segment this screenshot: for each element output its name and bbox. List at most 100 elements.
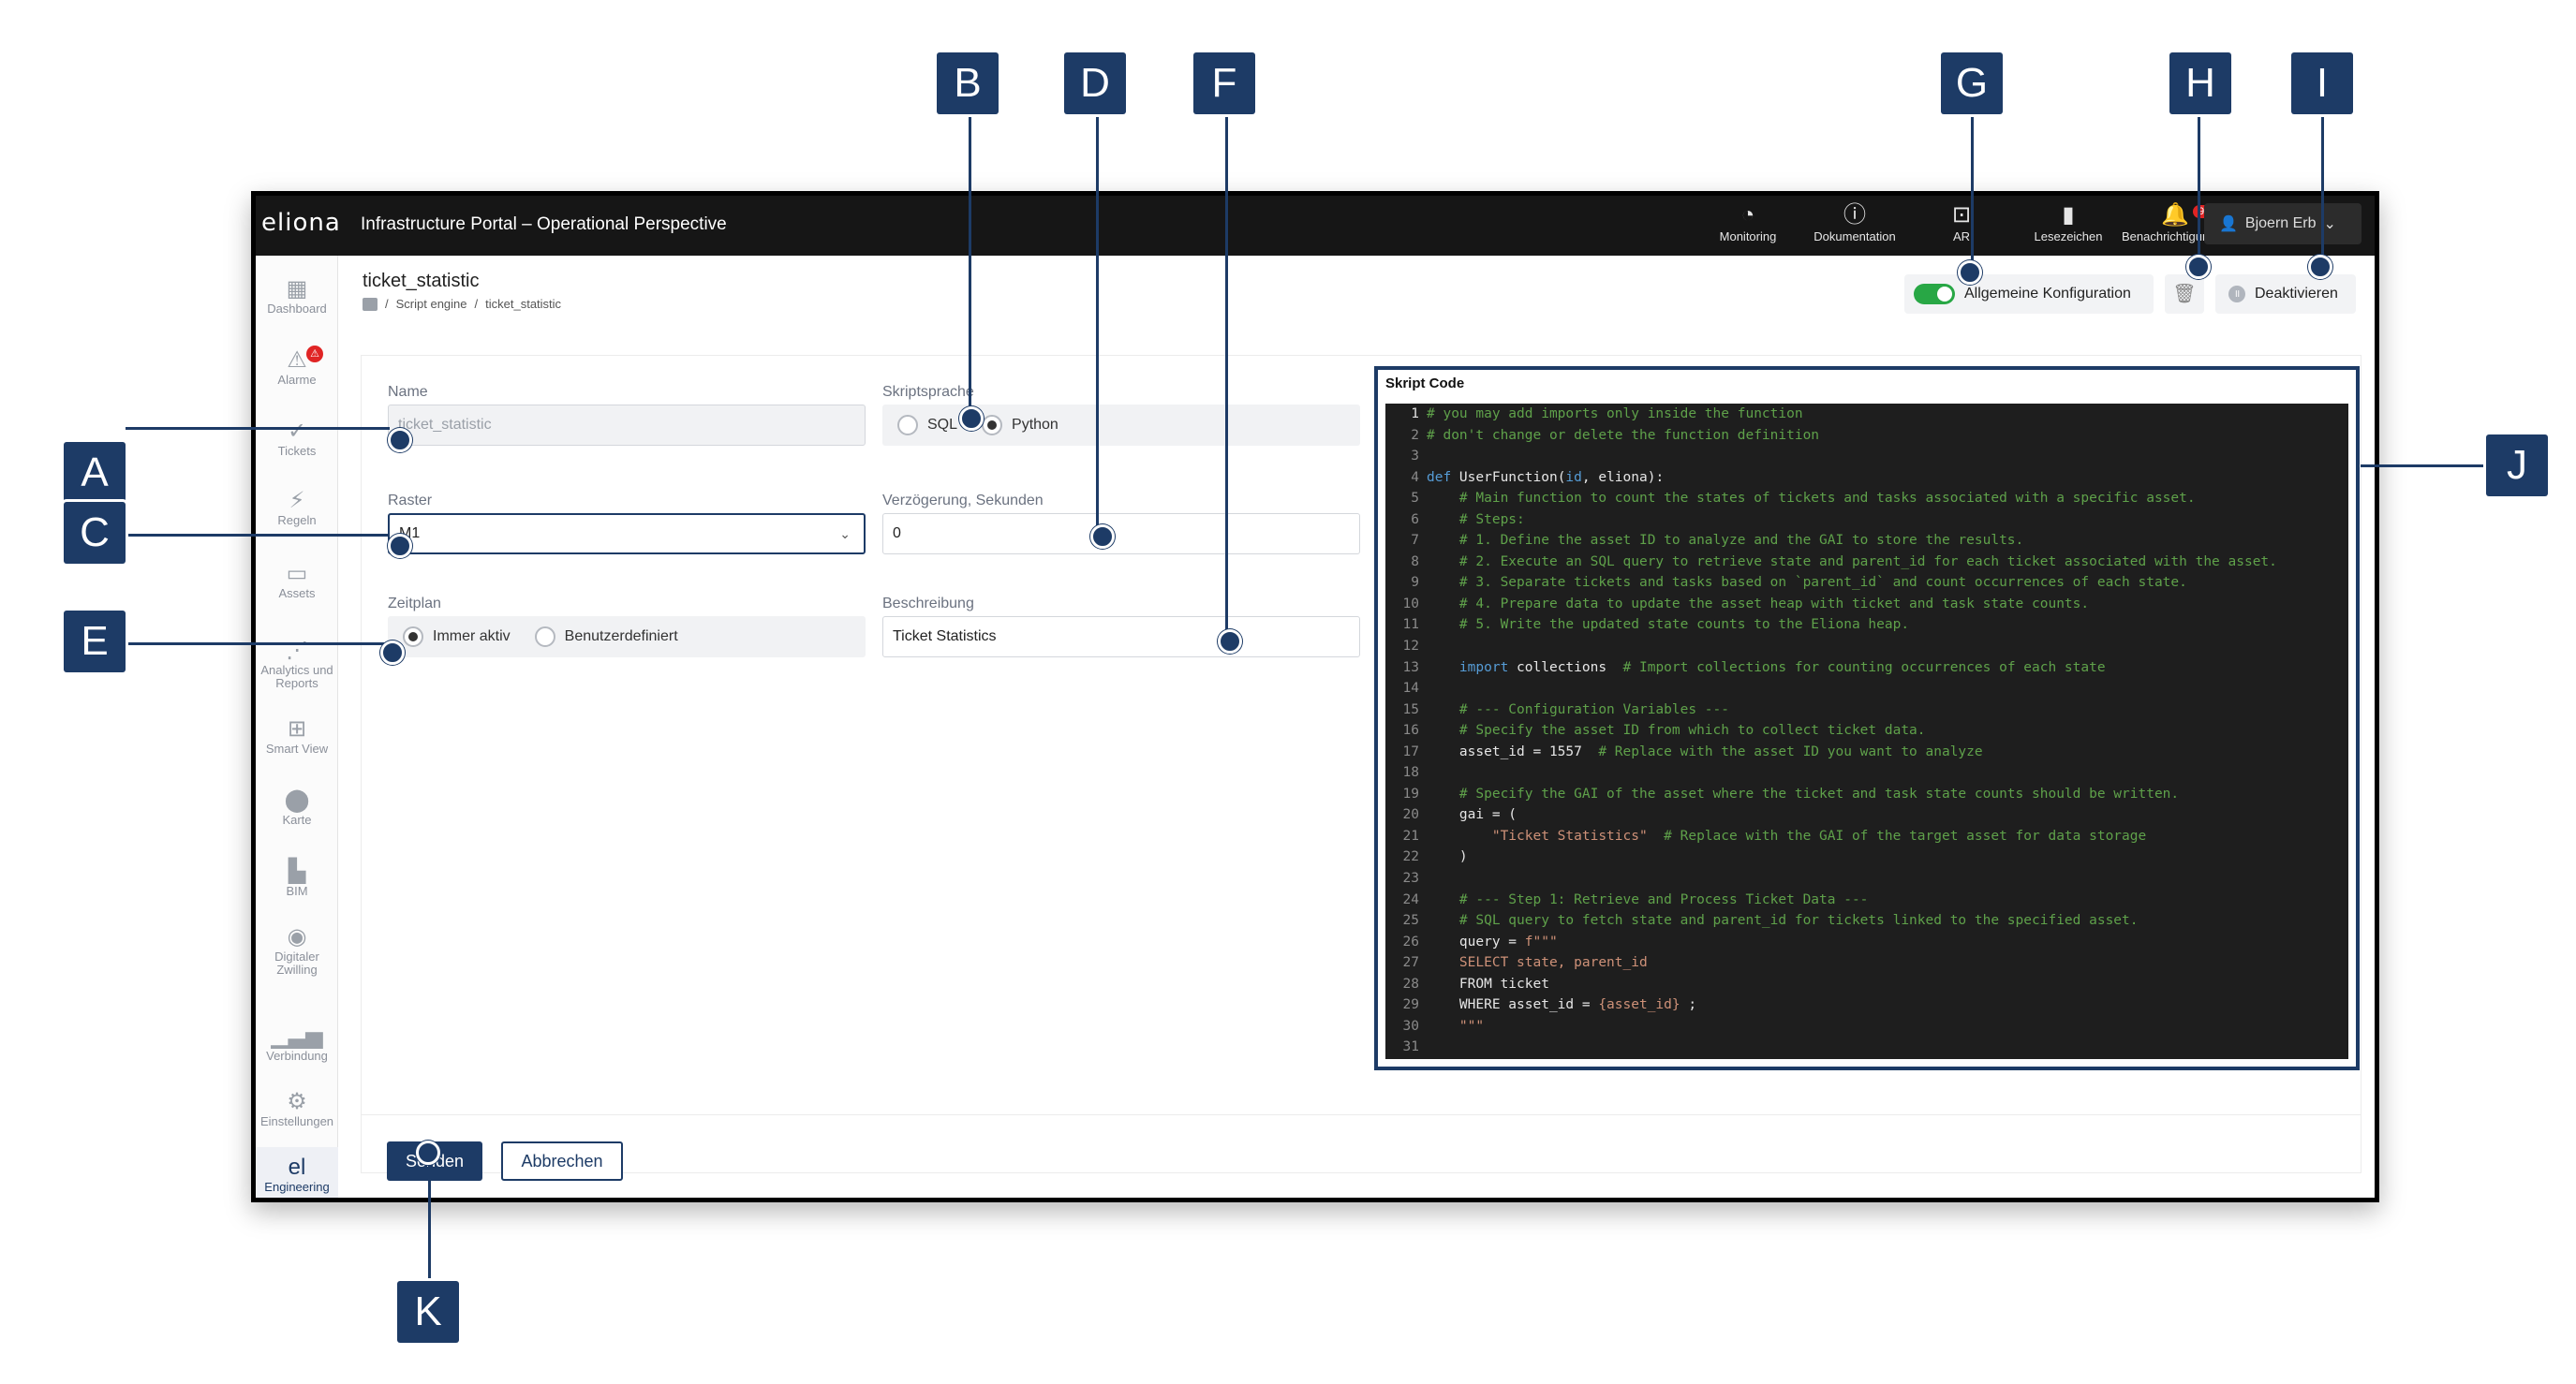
sidebar-item-9[interactable]: ◉Digitaler Zwilling: [256, 924, 338, 977]
code-token: f""": [1524, 934, 1558, 950]
code-token: # --- Step 1: Retrieve and Process Ticke…: [1427, 891, 1869, 907]
toggle-switch[interactable]: [1914, 284, 1955, 304]
callout-marker-dot: [959, 406, 984, 431]
engineering-icon[interactable]: [363, 297, 378, 311]
language-option-sql[interactable]: SQL: [897, 415, 957, 435]
code-token: asset_id = 1557: [1427, 744, 1599, 759]
code-token: ): [1427, 849, 1468, 865]
code-token: "Ticket Statistics": [1427, 828, 1648, 844]
sidebar-item-8[interactable]: ▙BIM: [256, 859, 338, 898]
code-editor[interactable]: 1# you may add imports only inside the f…: [1385, 404, 2348, 1059]
callout-marker-dot: [2186, 255, 2211, 279]
sidebar-item-7[interactable]: ⬤Karte: [256, 788, 338, 827]
code-text: # 2. Execute an SQL query to retrieve st…: [1427, 552, 2277, 573]
analytics-icon: ⋰: [286, 638, 308, 663]
form-divider: [362, 1114, 2361, 1115]
description-input[interactable]: Ticket Statistics: [882, 616, 1360, 657]
code-line: 19 # Specify the GAI of the asset where …: [1385, 784, 2348, 805]
schedule-label: Zeitplan: [388, 596, 441, 611]
raster-select[interactable]: M1 ⌄: [388, 513, 866, 554]
sidebar-item-label: Dashboard: [267, 302, 327, 316]
line-number: 14: [1402, 681, 1419, 697]
code-text: # 5. Write the updated state counts to t…: [1427, 614, 1909, 636]
engineering-icon: el: [288, 1155, 306, 1180]
code-line: 7 # 1. Define the asset ID to analyze an…: [1385, 530, 2348, 552]
schedule-option-always[interactable]: Immer aktiv: [403, 626, 511, 647]
chevron-down-icon: ⌄: [2323, 216, 2336, 232]
deactivate-button[interactable]: ॥ Deaktivieren: [2215, 274, 2356, 314]
settings-icon: ⚙: [287, 1089, 307, 1114]
user-menu-button[interactable]: 👤 Bjoern Erb ⌄: [2204, 203, 2361, 244]
nav-label: Lesezeichen: [2034, 229, 2103, 243]
delete-button[interactable]: 🗑: [2165, 274, 2204, 314]
schedule-option-custom[interactable]: Benutzerdefiniert: [534, 626, 678, 647]
smart-view-icon: ⊞: [287, 716, 307, 742]
line-number: 16: [1402, 723, 1419, 739]
code-text: SELECT state, parent_id: [1427, 952, 1648, 974]
radio-python[interactable]: [982, 415, 1003, 435]
code-text: query = f""": [1427, 932, 1558, 953]
breadcrumb-script-engine[interactable]: Script engine: [395, 297, 467, 311]
sidebar-item-label: Tickets: [277, 444, 317, 458]
nav-item-0[interactable]: ◔Monitoring: [1695, 201, 1801, 250]
code-token: # Specify the GAI of the asset where the…: [1427, 786, 2180, 802]
callout-label: I: [2291, 52, 2353, 114]
radio-always-active[interactable]: [403, 626, 423, 647]
line-number: 1: [1411, 406, 1419, 421]
code-text: # 3. Separate tickets and tasks based on…: [1427, 572, 2187, 594]
cancel-button[interactable]: Abbrechen: [501, 1141, 623, 1181]
sidebar-item-5[interactable]: ⋰Analytics und Reports: [256, 638, 338, 690]
delay-input[interactable]: 0: [882, 513, 1360, 554]
language-option-python[interactable]: Python: [982, 415, 1059, 435]
sidebar-item-0[interactable]: ▦Dashboard: [256, 276, 338, 316]
sidebar-item-label: Karte: [282, 813, 312, 827]
code-text: asset_id = 1557 # Replace with the asset…: [1427, 742, 1983, 763]
language-label: Skriptsprache: [882, 384, 974, 400]
sidebar-item-6[interactable]: ⊞Smart View: [256, 716, 338, 756]
code-text: ): [1427, 847, 1468, 868]
code-title: Skript Code: [1385, 375, 1465, 391]
gauge-icon: ◔: [1740, 202, 1755, 228]
app-window: eliona Infrastructure Portal – Operation…: [251, 191, 2379, 1202]
code-text: "Ticket Statistics" # Replace with the G…: [1427, 826, 2146, 847]
line-number: 15: [1402, 701, 1419, 717]
sidebar-item-10[interactable]: ▁▃▅Verbindung: [256, 1023, 338, 1063]
deactivate-label: Deaktivieren: [2255, 286, 2338, 302]
code-line: 18: [1385, 762, 2348, 784]
general-config-toggle[interactable]: Allgemeine Konfiguration: [1904, 274, 2154, 314]
line-number: 21: [1402, 828, 1419, 844]
sidebar-item-label: Regeln: [277, 513, 317, 527]
line-number: 2: [1411, 427, 1419, 443]
code-token: # 1. Define the asset ID to analyze and …: [1427, 533, 2024, 549]
callout-marker-dot: [2308, 255, 2332, 279]
code-text: # Specify the GAI of the asset where the…: [1427, 784, 2179, 805]
nav-item-2[interactable]: ⊡AR: [1908, 201, 2015, 250]
eliona-logo[interactable]: eliona: [261, 209, 341, 237]
line-number: 27: [1402, 955, 1419, 971]
map-pin-icon: ⬤: [284, 788, 310, 813]
code-line: 9 # 3. Separate tickets and tasks based …: [1385, 572, 2348, 594]
radio-sql[interactable]: [897, 415, 918, 435]
sidebar-item-4[interactable]: ▭Assets: [256, 561, 338, 600]
code-text: import collections # Import collections …: [1427, 657, 2106, 679]
code-text: FROM ticket: [1427, 974, 1549, 995]
sidebar-item-3[interactable]: ⚡Regeln: [256, 488, 338, 527]
callout-leader-line: [1096, 114, 1099, 530]
code-text: """: [1427, 1016, 1484, 1038]
line-number: 22: [1402, 849, 1419, 865]
sidebar-item-11[interactable]: ⚙Einstellungen: [256, 1089, 338, 1128]
sidebar-item-1[interactable]: ⚠Alarme⚠: [256, 346, 338, 387]
nav-item-3[interactable]: ▮Lesezeichen: [2015, 201, 2122, 250]
code-line: 12: [1385, 636, 2348, 657]
code-line: 5 # Main function to count the states of…: [1385, 488, 2348, 509]
code-token: SELECT state, parent_id: [1427, 955, 1648, 971]
sidebar-item-2[interactable]: ✓Tickets: [256, 419, 338, 458]
code-token: query =: [1427, 934, 1525, 950]
code-line: 26 query = f""": [1385, 932, 2348, 953]
digital-twin-icon: ◉: [287, 924, 307, 950]
script-code-panel: Skript Code 1# you may add imports only …: [1374, 366, 2360, 1070]
radio-custom[interactable]: [534, 626, 555, 647]
